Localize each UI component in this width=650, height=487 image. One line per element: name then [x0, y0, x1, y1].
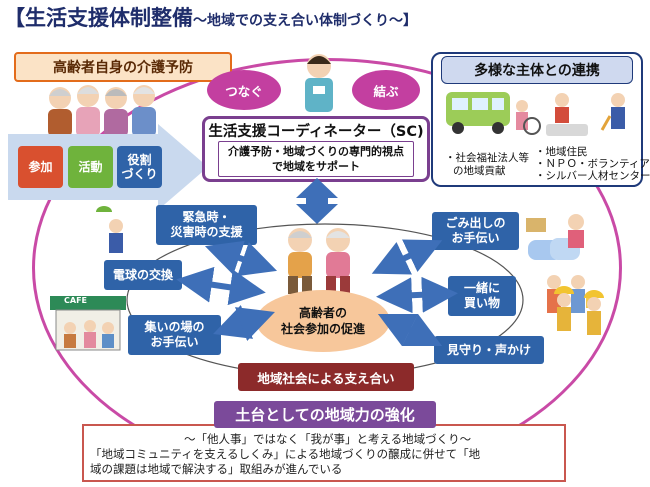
coordinator-person-illustration — [305, 54, 333, 112]
link-oval: 結ぶ — [352, 70, 420, 110]
shopping-illustration — [547, 275, 596, 313]
community-support-label: 地域社会による支え合い — [238, 363, 414, 391]
partners-right-line2: ・ＮＰＯ・ボランティア — [535, 158, 650, 170]
participation-block: 参加 — [18, 146, 63, 188]
garbage-illustration — [526, 214, 584, 260]
arrow-gathering — [213, 304, 275, 342]
bottom-line1: ～「他人事」ではなく「我が事」と考える地域づくり～ — [184, 432, 472, 446]
cafe-illustration — [50, 296, 126, 351]
activity-block: 活動 — [68, 146, 113, 188]
partners-left-line2: の地域貢献 — [453, 165, 506, 177]
partners-left-line1: ・社会福祉法人等 — [445, 152, 529, 164]
title-main: 【生活支援体制整備 — [4, 6, 193, 30]
activity-emergency-support: 緊急時・ 災害時の支援 — [156, 205, 257, 245]
connect-oval: つなぐ — [207, 70, 281, 110]
role-block: 役割 づくり — [117, 146, 162, 188]
coordinator-desc-line1: 介護予防・地域づくりの専門的視点 — [228, 145, 404, 158]
activity-watch-over: 見守り・声かけ — [434, 336, 544, 364]
bulb-person-illustration — [96, 206, 123, 253]
arrow-emergency — [204, 240, 278, 277]
coordinator-description: 介護予防・地域づくりの専門的視点 で地域をサポート — [218, 141, 414, 177]
watch-over-illustration — [554, 286, 604, 335]
arrow-shopping — [376, 276, 458, 314]
arrow-bulb — [176, 266, 266, 306]
bottom-text-box: ～「他人事」ではなく「我が事」と考える地域づくり～ 「地域コミュニティを支えるし… — [82, 424, 566, 482]
partners-title: 多様な主体との連携 — [441, 56, 633, 84]
senior-participation-center: 高齢者の 社会参加の促進 — [256, 290, 390, 352]
partners-illustration — [446, 92, 625, 136]
bottom-line3: 域の課題は地域で解決する」取組みが進んでいる — [90, 462, 343, 476]
foundation-banner: 土台としての地域力の強化 — [214, 401, 436, 428]
arrow-watch — [377, 313, 443, 347]
partners-right-line1: ・地域住民 — [535, 146, 588, 158]
partners-right-line3: ・シルバー人材センター 等 — [535, 170, 650, 182]
activity-shopping-together: 一緒に 買い物 — [448, 276, 516, 316]
elderly-couple-illustration — [288, 228, 350, 294]
elderly-group-illustration — [48, 85, 156, 137]
bottom-line2: 「地域コミュニティを支えるしくみ」による地域づくりの醸成に併せて「地 — [90, 447, 481, 461]
coordinator-box — [202, 116, 430, 182]
coordinator-title: 生活支援コーディネーター（SC) — [208, 123, 424, 140]
activity-gathering-help: 集いの場の お手伝い — [128, 315, 221, 355]
arrow-garbage — [371, 239, 443, 275]
cafe-sign: CAFE — [64, 296, 87, 305]
sc-double-arrow — [296, 178, 338, 224]
page-title: 【生活支援体制整備～地域での支え合い体制づくり～】 — [4, 2, 524, 32]
coordinator-desc-line2: で地域をサポート — [272, 160, 360, 173]
title-sub: ～地域での支え合い体制づくり～】 — [193, 13, 417, 29]
activity-bulb-replacement: 電球の交換 — [104, 260, 182, 290]
self-care-header: 高齢者自身の介護予防 — [14, 52, 232, 82]
activity-garbage-help: ごみ出しの お手伝い — [432, 212, 519, 250]
